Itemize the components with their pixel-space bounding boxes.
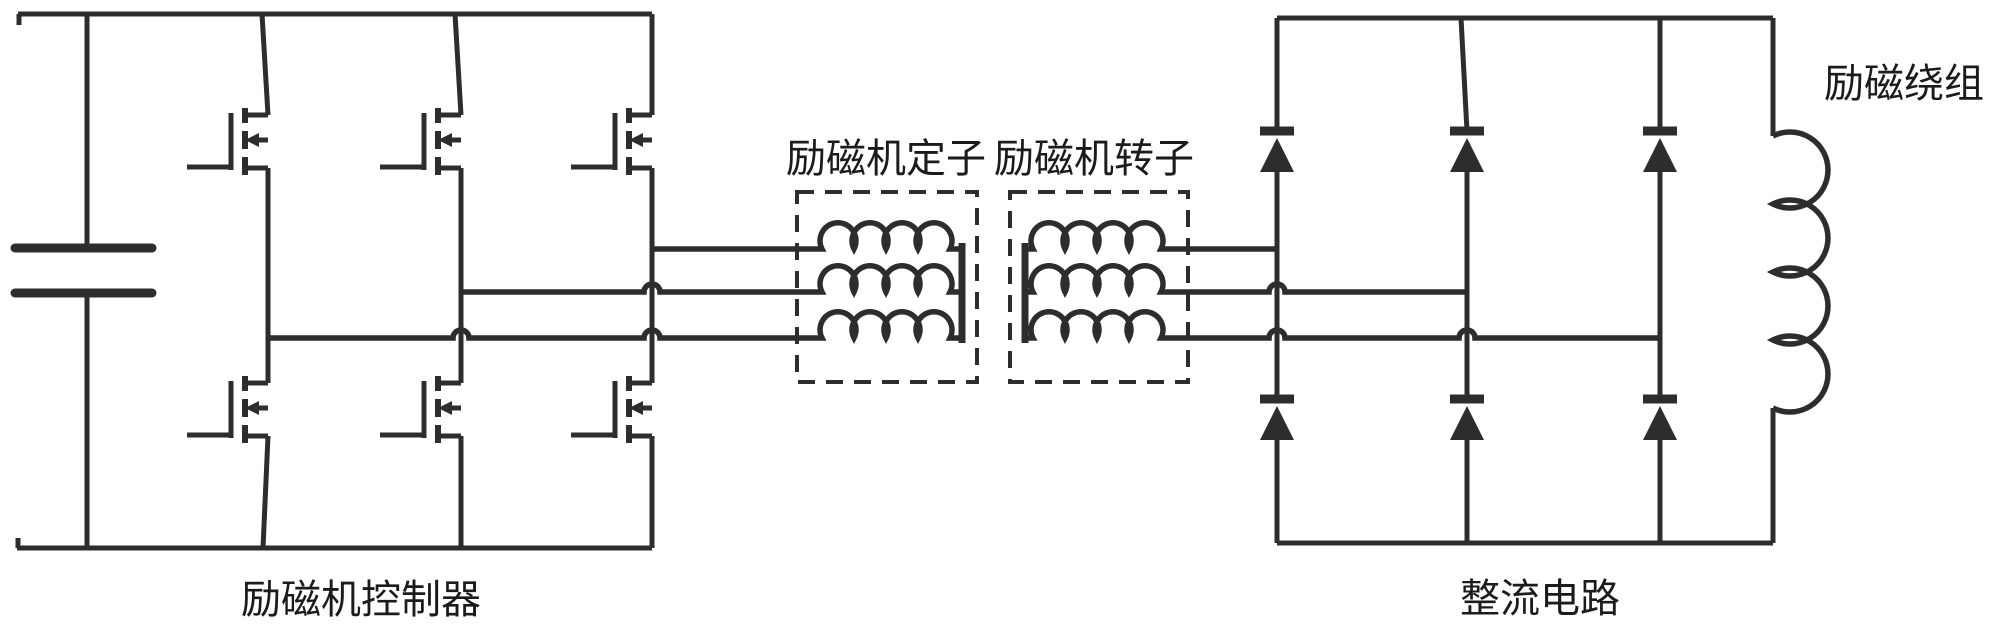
rotor-coil-2-to-rectifier-leg-2 bbox=[1025, 263, 1467, 299]
stator-dashed-box bbox=[795, 190, 979, 384]
dc-link-capacitor bbox=[10, 14, 157, 548]
label-exciter-stator: 励磁机定子 bbox=[786, 136, 986, 181]
inverter-leg-1 bbox=[187, 13, 271, 549]
exciter-stator-group bbox=[268, 190, 979, 384]
diode-symbol-d2-high bbox=[1450, 131, 1484, 172]
field-winding-group bbox=[1766, 18, 1831, 543]
diode-symbol-d1-high bbox=[1260, 131, 1294, 172]
rectifier-circuit bbox=[1260, 15, 1773, 546]
mosfet-symbol-q2-low bbox=[380, 376, 461, 443]
dc-bus-negative-rail bbox=[15, 538, 652, 551]
rotor-coil-3-to-rectifier-leg-3 bbox=[1025, 309, 1660, 345]
label-exciter-controller: 励磁机控制器 bbox=[241, 577, 481, 622]
rotor-coil-1-to-rectifier-leg-1 bbox=[1025, 220, 1277, 256]
field-winding-coil bbox=[1766, 129, 1831, 415]
mosfet-symbol-q3-low bbox=[571, 376, 652, 443]
leg2-top-wire bbox=[452, 13, 464, 116]
exciter-rotor-group bbox=[1008, 190, 1660, 384]
label-exciter-rotor: 励磁机转子 bbox=[994, 136, 1194, 181]
phase-line-a-with-stator-coil-3 bbox=[268, 309, 962, 345]
mosfet-symbol-q1-high bbox=[187, 108, 268, 175]
rectifier-leg-1 bbox=[1260, 18, 1294, 543]
mosfet-symbol-q2-high bbox=[380, 108, 461, 175]
diode-symbol-d1-low bbox=[1260, 399, 1294, 440]
phase-line-c-with-stator-coil-1 bbox=[652, 220, 962, 256]
inverter-leg-3 bbox=[571, 14, 652, 548]
label-field-winding: 励磁绕组 bbox=[1824, 61, 1984, 106]
rotor-dashed-box bbox=[1008, 190, 1190, 384]
exciter-controller-circuit bbox=[10, 11, 652, 551]
label-rectifier-circuit: 整流电路 bbox=[1460, 576, 1620, 621]
phase-line-b-with-stator-coil-2 bbox=[461, 263, 962, 299]
mosfet-symbol-q3-high bbox=[571, 108, 652, 175]
dc-bus-positive-rail bbox=[16, 11, 652, 25]
diode-symbol-d3-high bbox=[1643, 131, 1677, 172]
rleg2-top-wire bbox=[1458, 17, 1470, 132]
diode-symbol-d2-low bbox=[1450, 399, 1484, 440]
diode-symbol-d3-low bbox=[1643, 399, 1677, 440]
rectifier-leg-3 bbox=[1643, 18, 1677, 543]
inverter-leg-2 bbox=[380, 13, 464, 548]
mosfet-symbol-q1-low bbox=[187, 376, 268, 443]
leg1-bottom-wire bbox=[260, 435, 271, 549]
rectifier-leg-2 bbox=[1450, 17, 1484, 543]
leg1-top-wire bbox=[259, 13, 271, 116]
